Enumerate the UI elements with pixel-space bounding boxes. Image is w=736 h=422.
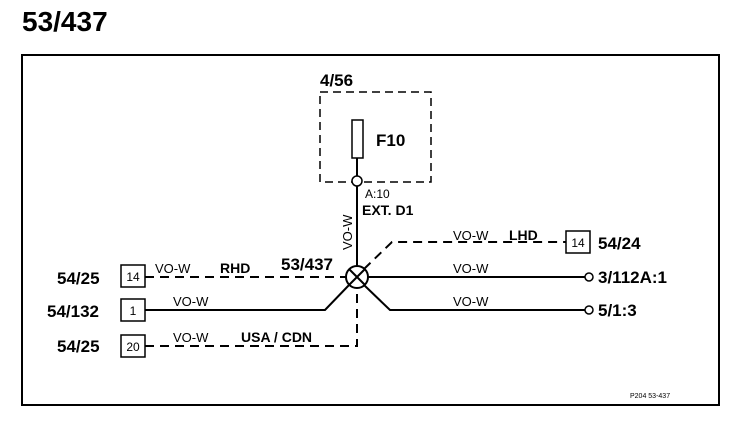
right-terminal-3 — [584, 305, 594, 315]
right-ref-2: 3/112A:1 — [598, 268, 667, 287]
riser-wire-color: VO-W — [340, 214, 355, 250]
left-pin-3: 20 — [126, 340, 140, 354]
right-terminal-2 — [584, 272, 594, 282]
splice-cross-b — [348, 268, 366, 286]
fuse-box-outline — [319, 91, 432, 183]
right-wire-color-3: VO-W — [453, 294, 489, 309]
circuit-label: EXT. D1 — [362, 202, 414, 218]
right-note-1: LHD — [509, 227, 538, 243]
page-title: 53/437 — [22, 6, 108, 37]
left-note-1: RHD — [220, 260, 250, 276]
right-pin-box-1 — [565, 230, 591, 254]
left-ref-2: 54/132 — [47, 302, 99, 321]
left-wire-color-3: VO-W — [173, 330, 209, 345]
right-wire-color-1: VO-W — [453, 228, 489, 243]
right-ref-1: 54/24 — [598, 234, 641, 253]
right-ref-3: 5/1:3 — [598, 301, 637, 320]
diagram-frame — [21, 54, 720, 406]
left-pin-2: 1 — [130, 304, 137, 318]
fuse-pin-label: A:10 — [365, 187, 390, 201]
right-wire-1 — [363, 241, 566, 270]
right-wire-color-2: VO-W — [453, 261, 489, 276]
left-note-3: USA / CDN — [241, 329, 312, 345]
left-wire-color-2: VO-W — [173, 294, 209, 309]
frame-reference: P204 53-437 — [630, 393, 670, 400]
fuse-label: F10 — [376, 131, 405, 150]
fuse-connector-pin — [351, 175, 363, 187]
left-wire-3 — [145, 288, 358, 347]
left-pin-1: 14 — [126, 270, 140, 284]
right-pin-1: 14 — [571, 236, 585, 250]
fuse-box-label: 4/56 — [320, 71, 353, 90]
right-wire-3 — [363, 284, 585, 311]
fuse-symbol — [351, 119, 364, 159]
left-ref-3: 54/25 — [57, 337, 100, 356]
left-wire-color-1: VO-W — [155, 261, 191, 276]
left-ref-1: 54/25 — [57, 269, 100, 288]
left-wire-2 — [145, 283, 351, 311]
junction-label: 53/437 — [281, 255, 333, 274]
